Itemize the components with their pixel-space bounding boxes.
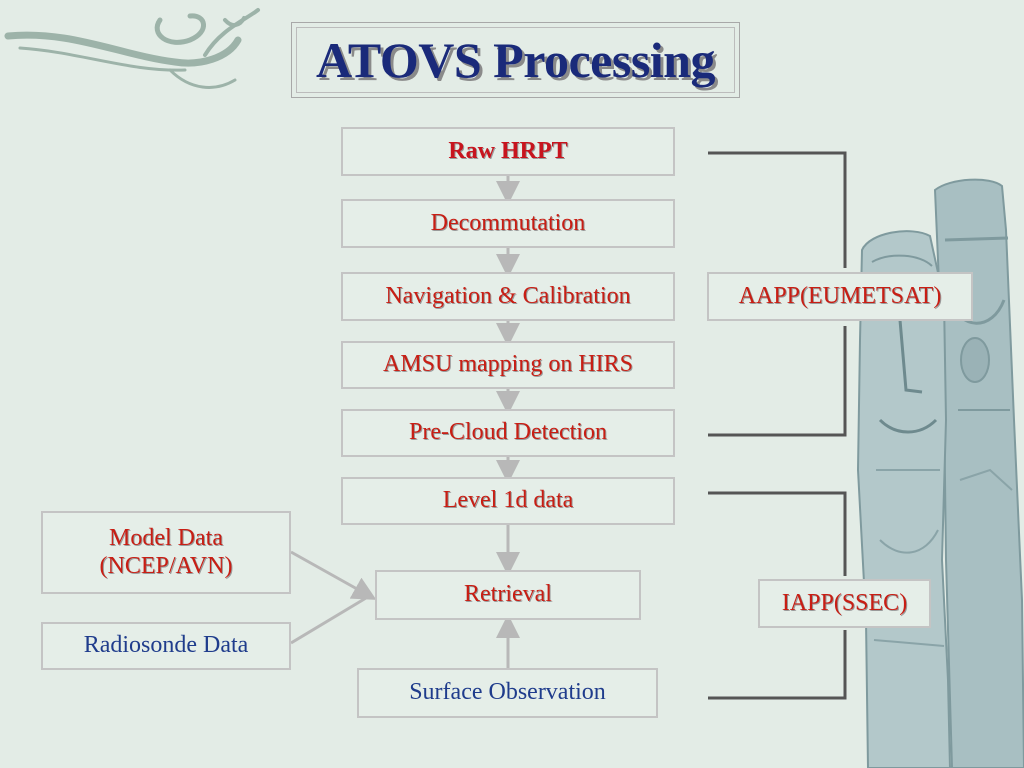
totem-pole-decoration xyxy=(856,178,1024,768)
node-model-data: Model Data (NCEP/AVN) xyxy=(41,511,291,594)
page-title: ATOVS Processing xyxy=(316,32,715,88)
node-level-1d-data: Level 1d data xyxy=(341,477,675,525)
iapp-bracket xyxy=(708,491,847,700)
node-raw-hrpt-label: Raw HRPT xyxy=(448,137,568,164)
node-decommutation-label: Decommutation xyxy=(430,209,586,236)
title-inner-border xyxy=(296,27,735,93)
label-aapp-text: AAPP(EUMETSAT) xyxy=(738,282,942,309)
node-pre-cloud-detection: Pre-Cloud Detection xyxy=(341,409,675,457)
calligraphy-swirl-decoration xyxy=(4,8,260,89)
node-amsu-mapping-label: AMSU mapping on HIRS xyxy=(382,351,634,378)
aapp-bracket xyxy=(708,151,847,437)
node-model-data-label-line2: (NCEP/AVN) xyxy=(99,552,233,579)
label-aapp: AAPP(EUMETSAT) xyxy=(707,272,973,321)
title-frame: ATOVS Processing xyxy=(291,22,740,98)
arrow-radiosonde-to-retrieval xyxy=(290,596,367,645)
node-pre-cloud-detection-label: Pre-Cloud Detection xyxy=(409,419,607,446)
node-amsu-mapping: AMSU mapping on HIRS xyxy=(341,341,675,389)
label-iapp: IAPP(SSEC) xyxy=(758,579,931,628)
arrow-model-to-retrieval xyxy=(290,550,377,600)
node-navigation-calibration-label: Navigation & Calibration xyxy=(385,282,631,309)
node-surface-observation: Surface Observation xyxy=(357,668,658,718)
node-radiosonde-data: Radiosonde Data xyxy=(41,622,291,670)
node-level-1d-data-label: Level 1d data xyxy=(442,487,574,514)
node-radiosonde-data-label: Radiosonde Data xyxy=(83,632,249,659)
node-retrieval: Retrieval xyxy=(375,570,641,620)
node-navigation-calibration: Navigation & Calibration xyxy=(341,272,675,321)
node-surface-observation-label: Surface Observation xyxy=(409,679,606,706)
node-retrieval-label: Retrieval xyxy=(464,581,552,608)
node-model-data-label-line1: Model Data xyxy=(109,524,223,551)
node-decommutation: Decommutation xyxy=(341,199,675,248)
node-raw-hrpt: Raw HRPT xyxy=(341,127,675,176)
label-iapp-text: IAPP(SSEC) xyxy=(781,589,908,616)
